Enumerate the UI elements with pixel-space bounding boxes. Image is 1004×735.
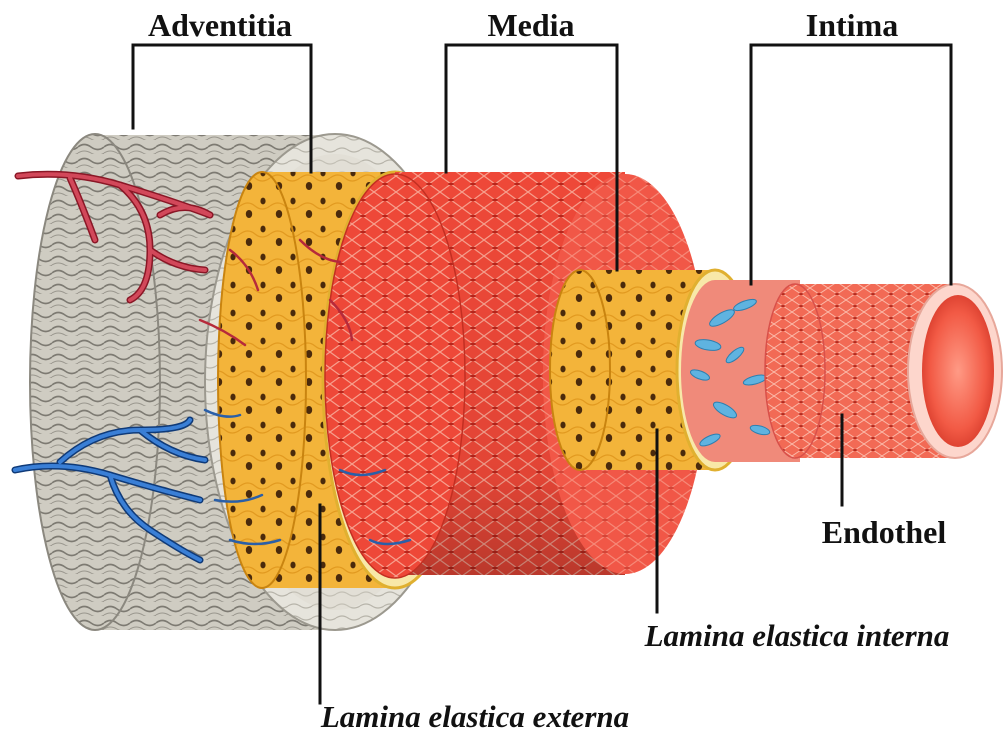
endothel-tube xyxy=(765,284,1002,458)
label-media: Media xyxy=(487,7,574,43)
label-intima: Intima xyxy=(806,7,898,43)
label-adventitia: Adventitia xyxy=(148,7,292,43)
intima-bracket xyxy=(751,45,951,284)
label-endothel: Endothel xyxy=(822,514,947,550)
label-lamina-elastica-interna: Lamina elastica interna xyxy=(644,618,950,653)
label-lamina-elastica-externa: Lamina elastica externa xyxy=(320,699,629,734)
